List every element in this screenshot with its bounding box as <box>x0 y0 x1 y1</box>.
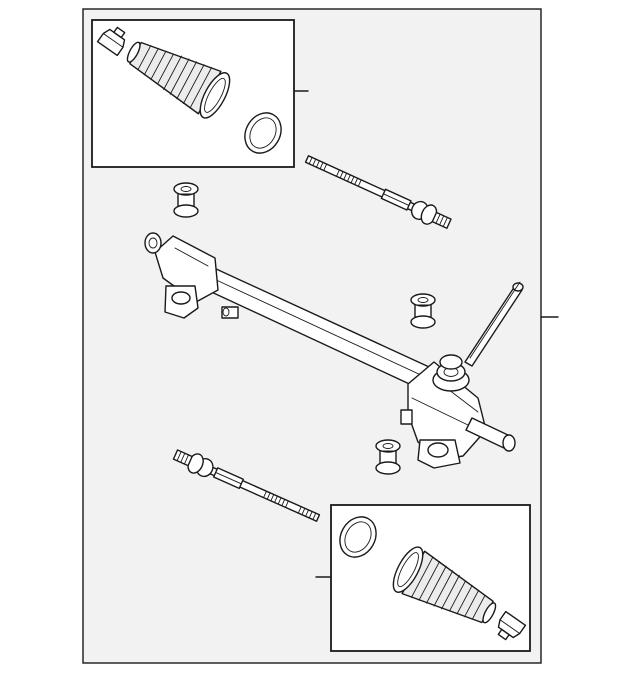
boot-ring-icon <box>339 516 377 558</box>
steering-gear-assembly-icon[interactable] <box>144 232 524 469</box>
boot-kit-upper-box[interactable] <box>91 19 295 168</box>
mount-bushing-icon[interactable] <box>173 182 199 218</box>
boot-kit-lower-box[interactable] <box>330 504 531 652</box>
mount-bushing-icon[interactable] <box>410 293 436 329</box>
mount-bushing-icon[interactable] <box>375 439 401 475</box>
boot-ring-icon <box>244 112 282 154</box>
